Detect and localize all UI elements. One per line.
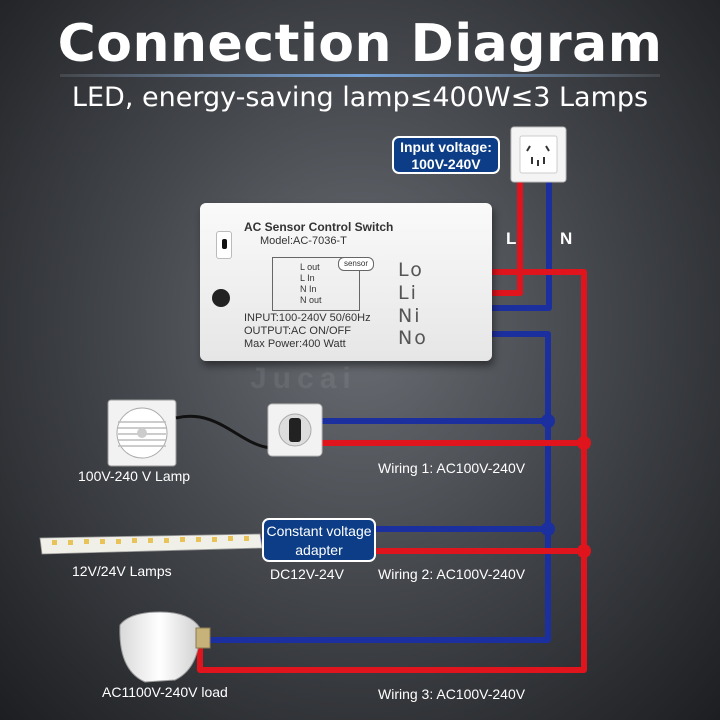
terminal-label: Ni xyxy=(398,305,422,327)
bulb-load-label: AC1100V-240V load xyxy=(102,684,228,700)
fan-load-label: 100V-240 V Lamp xyxy=(78,468,191,484)
input-socket xyxy=(510,126,567,183)
junction-dots xyxy=(541,414,591,558)
sensor-control-switch: sensor xyxy=(200,203,492,361)
pin-label: L In xyxy=(300,273,315,283)
terminal-label: No xyxy=(398,327,428,349)
controller-title: AC Sensor Control Switch xyxy=(244,220,394,234)
terminal-label: Li xyxy=(398,282,418,304)
neutral-wire-letter: N xyxy=(560,229,573,248)
wiring-2-label: Wiring 2: AC100V-240V xyxy=(378,566,526,582)
indicator-window xyxy=(216,231,232,259)
load-socket xyxy=(267,403,323,457)
led-strip xyxy=(39,533,263,555)
sensor-port xyxy=(212,289,230,307)
controller-specs: INPUT:100-240V 50/60Hz OUTPUT:AC ON/OFF … xyxy=(244,312,371,350)
input-voltage-label: Input voltage: 100V-240V xyxy=(392,136,500,174)
sensor-badge: sensor xyxy=(338,257,374,271)
wiring-1-label: Wiring 1: AC100V-240V xyxy=(378,460,526,476)
adapter-label: Constant voltage adapter xyxy=(262,518,376,562)
diagram-subtitle: LED, energy-saving lamp≤400W≤3 Lamps xyxy=(71,82,649,113)
terminal-label: Lo xyxy=(398,259,424,281)
neutral-output-trunk xyxy=(210,331,551,643)
pin-diagram xyxy=(272,257,360,311)
pin-label: N In xyxy=(300,284,317,294)
diagram-title: Connection Diagram xyxy=(57,14,663,74)
adapter-line-1: Constant voltage xyxy=(266,523,372,539)
adapter-output-label: DC12V-24V xyxy=(270,566,344,582)
live-output-trunk xyxy=(197,269,587,673)
pin-label: L out xyxy=(300,262,320,272)
light-bulb xyxy=(119,611,211,683)
pin-label: N out xyxy=(300,295,322,305)
watermark: Jucai xyxy=(250,362,357,395)
neutral-input-wire xyxy=(476,180,552,311)
strip-load-label: 12V/24V Lamps xyxy=(72,563,172,579)
input-voltage-line-2: 100V-240V xyxy=(411,156,481,172)
title-underline xyxy=(60,74,660,77)
input-voltage-line-1: Input voltage: xyxy=(400,139,492,155)
exhaust-fan xyxy=(107,399,177,467)
adapter-line-2: adapter xyxy=(295,542,343,558)
controller-model: Model:AC-7036-T xyxy=(260,235,347,247)
live-wire-letter: L xyxy=(506,229,517,248)
wiring-3-label: Wiring 3: AC100V-240V xyxy=(378,686,526,702)
